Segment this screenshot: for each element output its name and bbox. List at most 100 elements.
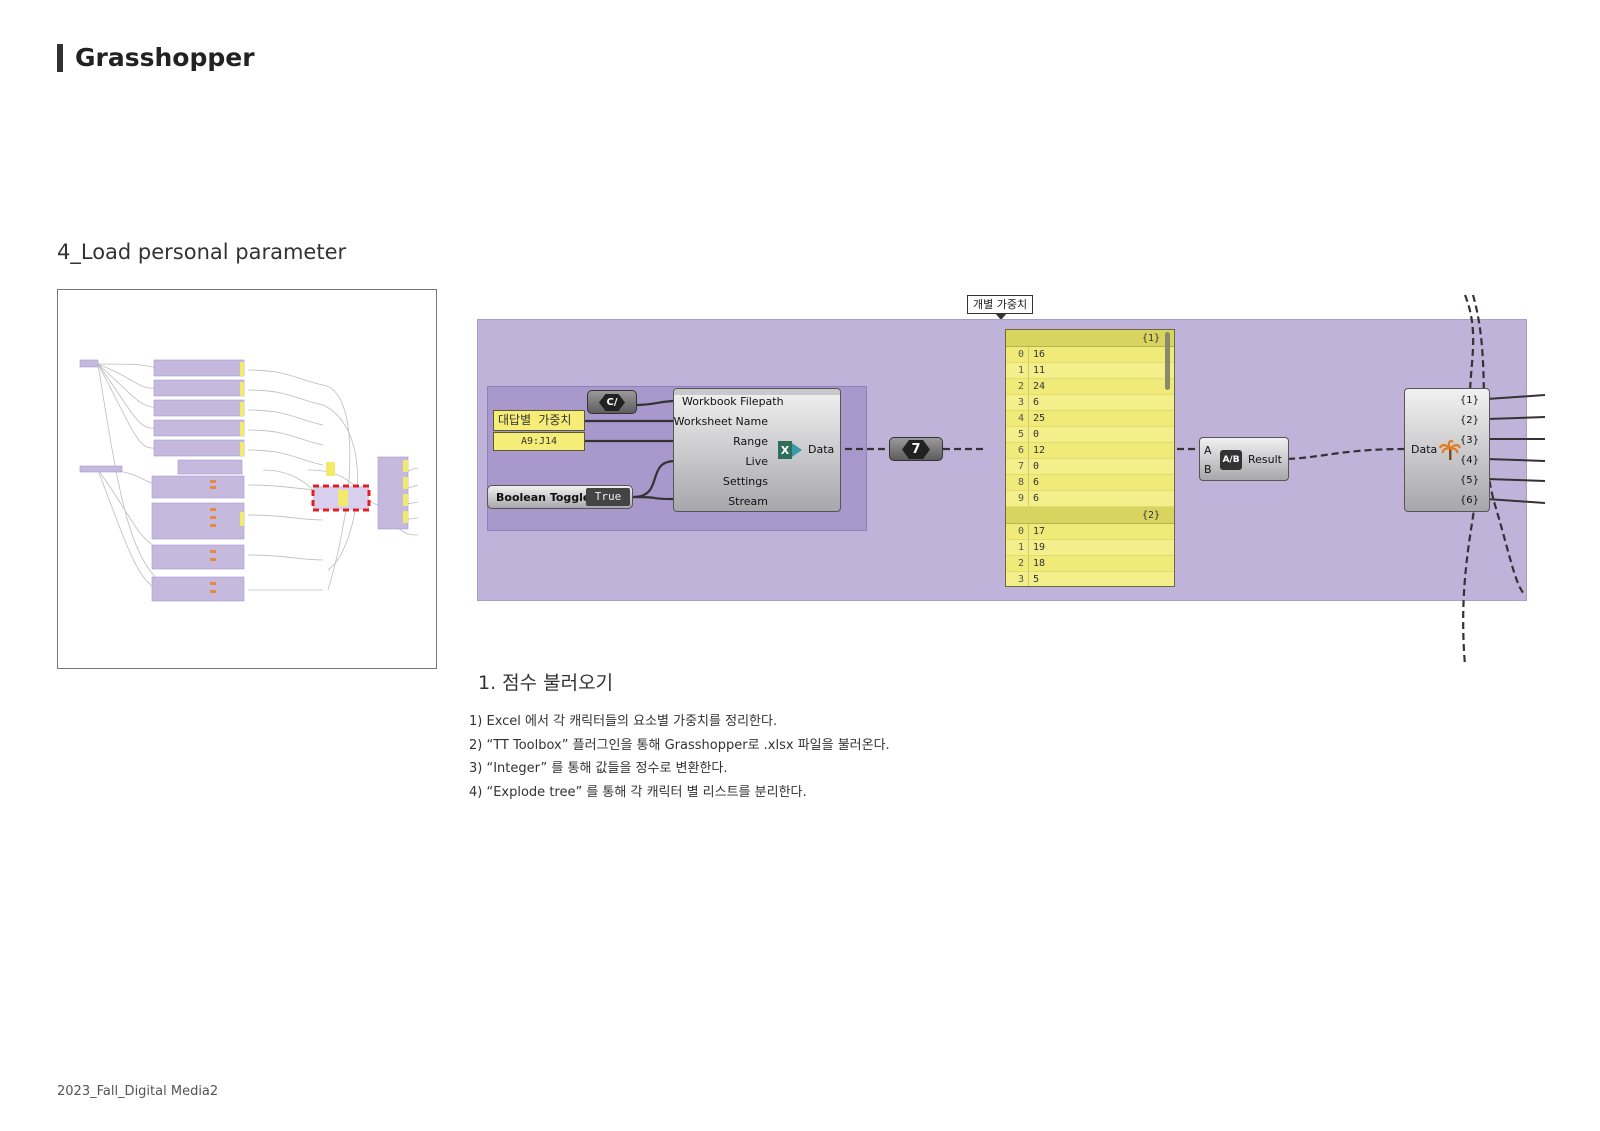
- step-1: 1) Excel 에서 각 캐릭터들의 요소별 가중치를 정리한다.: [469, 714, 778, 729]
- division-icon: A/B: [1220, 450, 1242, 470]
- explode-output-5[interactable]: {5}: [1459, 475, 1479, 486]
- content-heading: 1. 점수 불러오기: [478, 672, 614, 694]
- tree-row-value: 5: [1033, 574, 1040, 585]
- step-4: 4) “Explode tree” 를 통해 각 캐릭터 별 리스트를 분리한다…: [469, 784, 807, 800]
- boolean-toggle-value[interactable]: True: [586, 488, 630, 506]
- explode-output-4[interactable]: {4}: [1459, 455, 1479, 466]
- division-node[interactable]: A B A/B Result: [1199, 437, 1289, 481]
- svg-text:X: X: [781, 444, 790, 457]
- palm-tree-icon: [1439, 440, 1461, 460]
- string-param-node[interactable]: C/: [587, 390, 637, 414]
- tree-row-value: 0: [1033, 429, 1040, 440]
- panel-range-text: A9:J14: [520, 436, 558, 447]
- tree-row-value: 12: [1033, 445, 1046, 456]
- wire-string-filepath: [634, 399, 676, 407]
- section-title: 4_Load personal parameter: [57, 240, 347, 264]
- definition-overview: [57, 289, 437, 669]
- tree-row-index: 3: [1006, 572, 1029, 586]
- tree-row-value: 6: [1033, 397, 1040, 408]
- panel-range[interactable]: A9:J14: [493, 432, 585, 451]
- integer-param-badge: 7: [902, 440, 930, 459]
- boolean-toggle-node[interactable]: Boolean Toggle True: [487, 485, 633, 509]
- excel-input-filepath[interactable]: Workbook Filepath: [682, 395, 784, 408]
- tree-row: 6 12: [1006, 443, 1174, 459]
- tree-row: 4 25: [1006, 411, 1174, 427]
- step-2: 2) “TT Toolbox” 플러그인을 통해 Grasshopper로 .x…: [469, 737, 890, 753]
- grasshopper-canvas[interactable]: 개별 가중치 C/: [465, 285, 1545, 675]
- tree-branch-header: {1}: [1006, 330, 1174, 347]
- tree-branch-header: {2}: [1006, 507, 1174, 524]
- tree-row-value: 11: [1033, 365, 1046, 376]
- panel-weights-text: 대답별 가중치: [498, 413, 572, 427]
- excel-input-range[interactable]: Range: [733, 435, 768, 448]
- tree-row-value: 17: [1033, 526, 1046, 537]
- tree-row-value: 18: [1033, 558, 1046, 569]
- tree-row: 0 17: [1006, 524, 1174, 540]
- tree-row-index: 9: [1006, 491, 1029, 506]
- integer-param-node[interactable]: 7: [889, 437, 943, 461]
- tree-row-index: 4: [1006, 411, 1029, 426]
- explode-output-1[interactable]: {1}: [1459, 395, 1479, 406]
- excel-input-live[interactable]: Live: [745, 455, 768, 468]
- boolean-toggle-label: Boolean Toggle: [496, 491, 591, 504]
- tree-row-index: 1: [1006, 363, 1029, 378]
- callout-pointer: [995, 313, 1007, 320]
- explode-output-2[interactable]: {2}: [1459, 415, 1479, 426]
- tree-row-index: 1: [1006, 540, 1029, 555]
- excel-icon: X: [778, 441, 802, 459]
- division-input-a[interactable]: A: [1204, 444, 1212, 457]
- tree-row-value: 19: [1033, 542, 1046, 553]
- tree-row-value: 6: [1033, 477, 1040, 488]
- excel-input-stream[interactable]: Stream: [728, 495, 768, 508]
- tree-row-index: 5: [1006, 427, 1029, 442]
- step-3: 3) “Integer” 를 통해 값들을 정수로 변환한다.: [469, 761, 728, 776]
- division-output-result[interactable]: Result: [1248, 453, 1282, 466]
- tree-scrollbar[interactable]: [1165, 332, 1170, 390]
- tree-row-index: 7: [1006, 459, 1029, 474]
- definition-overview-graphic: [79, 359, 419, 602]
- wire-toggle-live: [632, 459, 676, 499]
- footer-text: 2023_Fall_Digital Media2: [57, 1084, 219, 1099]
- tree-row: 2 18: [1006, 556, 1174, 572]
- excel-input-worksheet[interactable]: Worksheet Name: [673, 415, 768, 428]
- tree-row: 1 19: [1006, 540, 1174, 556]
- tree-row-value: 6: [1033, 493, 1040, 504]
- page-title: Grasshopper: [57, 44, 255, 72]
- tree-row-value: 16: [1033, 349, 1046, 360]
- tree-row-value: 0: [1033, 461, 1040, 472]
- explode-tree-node[interactable]: Data {1} {2} {3} {4} {5} {6}: [1404, 388, 1490, 512]
- excel-output-data[interactable]: Data: [808, 443, 835, 456]
- tree-row-index: 6: [1006, 443, 1029, 458]
- tree-row: 2 24: [1006, 379, 1174, 395]
- wire-toggle-stream: [632, 495, 676, 501]
- tree-row-index: 2: [1006, 379, 1029, 394]
- steps-list: 1) Excel 에서 각 캐릭터들의 요소별 가중치를 정리한다. 2) “T…: [469, 710, 890, 804]
- string-param-badge: C/: [599, 394, 625, 411]
- excel-reader-node[interactable]: Workbook Filepath Worksheet Name Range L…: [673, 388, 841, 512]
- tree-row-value: 25: [1033, 413, 1046, 424]
- explode-input-data[interactable]: Data: [1411, 443, 1438, 456]
- tree-row-index: 0: [1006, 347, 1029, 362]
- tree-row-value: 24: [1033, 381, 1046, 392]
- tree-row-index: 8: [1006, 475, 1029, 490]
- panel-weights[interactable]: 대답별 가중치: [493, 410, 585, 431]
- excel-input-settings[interactable]: Settings: [722, 475, 768, 488]
- explode-output-3[interactable]: {3}: [1459, 435, 1479, 446]
- tree-row: 0 16: [1006, 347, 1174, 363]
- explode-output-6[interactable]: {6}: [1459, 495, 1479, 506]
- tree-row-index: 3: [1006, 395, 1029, 410]
- wire-division-explode: [1287, 447, 1406, 461]
- wire-vertical-right: [1471, 294, 1526, 596]
- division-input-b[interactable]: B: [1204, 463, 1212, 476]
- tree-row-index: 2: [1006, 556, 1029, 571]
- tree-row-index: 0: [1006, 524, 1029, 539]
